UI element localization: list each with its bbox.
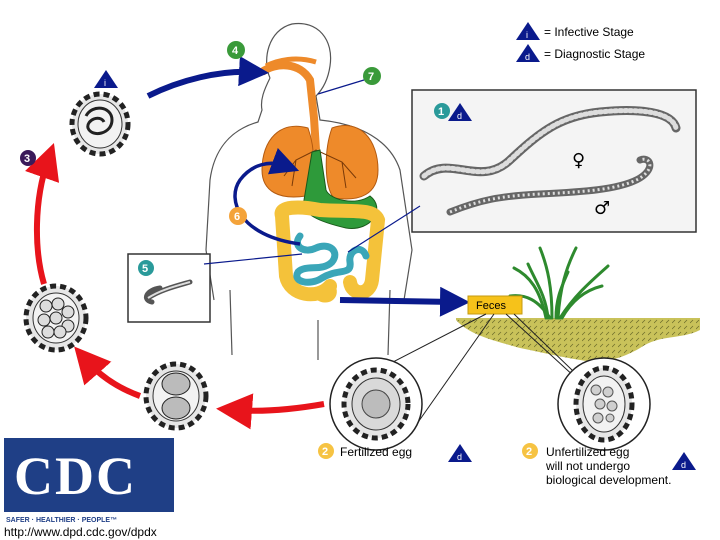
svg-text:1: 1 (438, 106, 444, 118)
svg-text:d: d (457, 452, 462, 462)
svg-text:2: 2 (322, 446, 328, 458)
svg-text:7: 7 (368, 71, 374, 83)
stage-6-badge: 6 (229, 207, 247, 225)
right-lung (325, 125, 379, 200)
svg-text:i: i (526, 30, 528, 40)
feces-box (467, 295, 523, 315)
egg-development-arrow-3 (25, 143, 60, 285)
grass-icon (508, 246, 610, 320)
svg-text:6: 6 (234, 211, 240, 223)
two-cell-egg (143, 361, 209, 431)
multicell-egg (23, 283, 89, 353)
small-intestine (293, 232, 370, 286)
diagnostic-triangle-unfertilized-icon: d (672, 452, 696, 470)
male-symbol: ♂ (594, 198, 610, 219)
diagnostic-triangle-stage1-icon: d (448, 103, 472, 121)
female-symbol: ♀ (572, 150, 585, 171)
egg-development-arrow-1 (216, 393, 325, 430)
larva-box (127, 253, 303, 323)
stage-7-badge: 7 (317, 67, 381, 95)
mouth (264, 56, 317, 69)
feces-label: Feces (476, 300, 506, 312)
svg-text:3: 3 (24, 153, 30, 165)
soil (456, 318, 700, 362)
svg-text:2: 2 (526, 446, 532, 458)
svg-text:= Diagnostic Stage: = Diagnostic Stage (544, 47, 645, 61)
svg-text:d: d (525, 52, 530, 62)
rectum (317, 283, 337, 303)
stage-3-badge: 3 (20, 150, 36, 166)
svg-text:5: 5 (142, 263, 148, 275)
large-intestine (274, 200, 386, 302)
ingestion-arrow (146, 56, 269, 99)
to-feces-arrow (339, 286, 470, 317)
unfertilized-egg-label-1: Unfertilized egg (546, 445, 629, 459)
svg-text:4: 4 (232, 45, 239, 57)
diagnostic-triangle-fertilized-icon: d (448, 444, 472, 462)
svg-text:SAFER · HEALTHIER · PEOPLE™: SAFER · HEALTHIER · PEOPLE™ (6, 517, 117, 524)
svg-text:d: d (457, 111, 462, 121)
fertilized-egg (329, 357, 423, 451)
unfertilized-egg-label-3: biological development. (546, 473, 671, 487)
migration-arrow (233, 147, 301, 246)
egg-development-arrow-2 (74, 346, 142, 399)
unfertilized-egg-label-2: will not undergo (545, 459, 630, 473)
svg-text:CDC: CDC (14, 446, 137, 506)
fertilized-egg-label: Fertilized egg (340, 445, 412, 459)
infective-triangle-icon: i (94, 70, 118, 88)
cdc-url: http://www.dpd.cdc.gov/dpdx (4, 525, 157, 539)
stage-2-unfertilized-badge: 2 (522, 443, 538, 459)
svg-text:i: i (104, 78, 106, 88)
infective-egg (69, 91, 131, 157)
legend-infective: i = Infective Stage (516, 22, 634, 40)
stage-1-badge: 1 (434, 103, 450, 119)
stage-5-badge: 5 (138, 260, 154, 276)
unfertilized-egg (557, 357, 651, 451)
svg-text:d: d (681, 460, 686, 470)
svg-text:= Infective Stage: = Infective Stage (544, 25, 634, 39)
stage-4-badge: 4 (227, 41, 245, 59)
stage-2-fertilized-badge: 2 (318, 443, 334, 459)
cdc-logo: CDC SAFER · HEALTHIER · PEOPLE™ (4, 438, 174, 524)
legend-diagnostic: d = Diagnostic Stage (516, 44, 645, 62)
